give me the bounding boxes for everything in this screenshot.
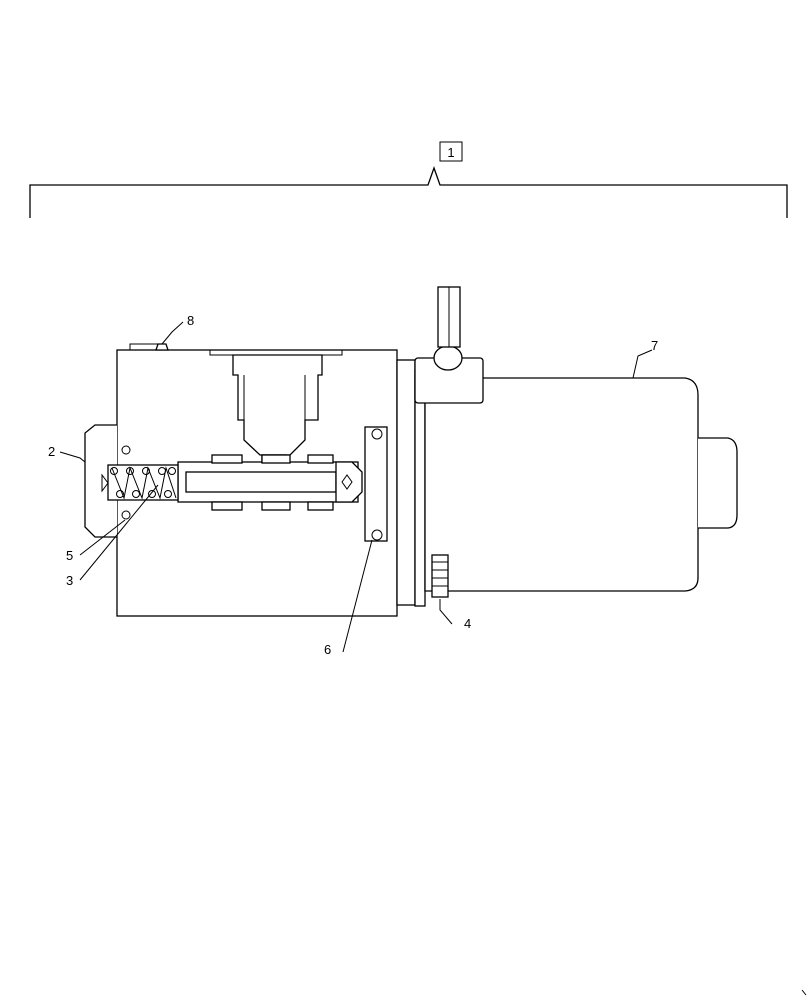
end-plate <box>364 426 388 542</box>
callout-2-label[interactable]: 2 <box>48 444 55 459</box>
callout-7-label[interactable]: 7 <box>651 338 658 353</box>
seal-ring-upper <box>121 445 131 455</box>
callout-8-label[interactable]: 8 <box>187 313 194 328</box>
spool-assembly <box>177 454 363 511</box>
electric-motor <box>414 286 738 598</box>
leader-lines <box>59 321 653 653</box>
callout-3-label[interactable]: 3 <box>66 573 73 588</box>
callout-6-label[interactable]: 6 <box>324 642 331 657</box>
assembly-bracket: 1 <box>29 141 788 218</box>
callout-1-label[interactable]: 1 <box>447 145 454 160</box>
callout-4-label[interactable]: 4 <box>464 616 471 631</box>
callout-5-label[interactable]: 5 <box>66 548 73 563</box>
motor-flange <box>396 359 426 607</box>
plug <box>155 343 169 351</box>
seal-ring-lower <box>121 510 131 520</box>
end-cap <box>84 424 179 538</box>
o-ring-lower <box>371 529 383 541</box>
o-ring-upper <box>371 428 383 440</box>
